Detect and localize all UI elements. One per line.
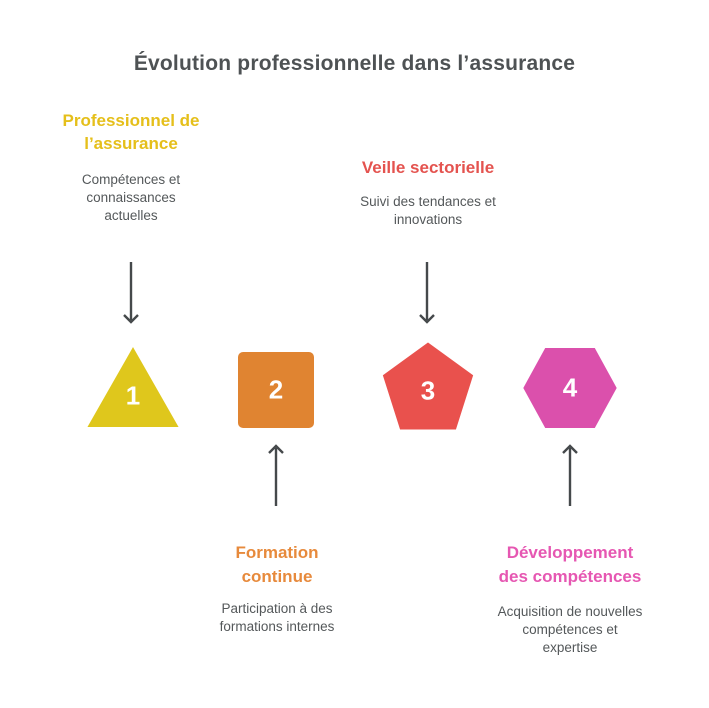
step3-pentagon-shape: 3 [377, 337, 479, 437]
step4-hexagon-shape: 4 [517, 342, 623, 434]
step1-description: Compétences et connaissances actuelles [81, 172, 181, 223]
arrow-down-icon [121, 258, 141, 328]
arrow-up-icon [266, 440, 286, 510]
step3-label: Veille sectorielle [361, 158, 495, 177]
step4-number: 4 [562, 372, 578, 403]
diagram-title: Évolution professionnelle dans l’assuran… [133, 52, 576, 75]
step1-number: 1 [125, 380, 141, 411]
step3-description: Suivi des tendances et innovations [360, 194, 496, 227]
step2-label: Formation continue [235, 543, 319, 586]
step2-square-shape: 2 [233, 347, 319, 433]
step1-triangle-shape: 1 [79, 338, 187, 434]
pentagon-icon [378, 338, 478, 434]
square-icon [234, 348, 318, 432]
step3-number: 3 [420, 375, 436, 406]
step2-number: 2 [268, 374, 284, 405]
step4-label: Développement des compétences [498, 543, 642, 586]
hexagon-icon [519, 344, 621, 432]
step4-description: Acquisition de nouvelles compétences et … [497, 604, 643, 655]
step1-label: Professionnel de l’assurance [62, 111, 200, 153]
step2-description: Participation à des formations internes [219, 601, 335, 634]
triangle-icon [82, 341, 184, 431]
arrow-down-icon [417, 258, 437, 328]
arrow-up-icon [560, 440, 580, 510]
